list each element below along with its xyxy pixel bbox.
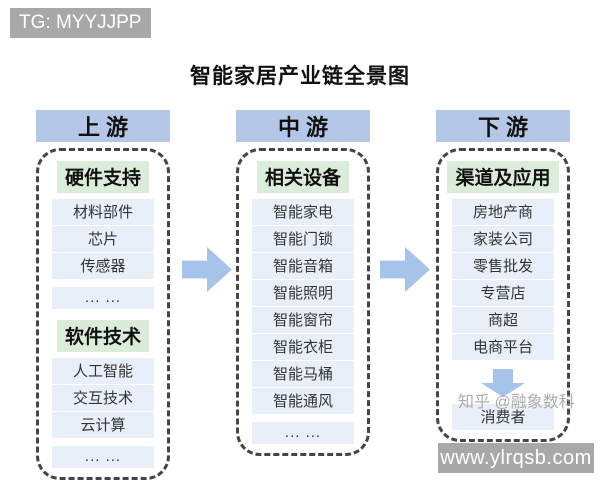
column-header: 中 游 (236, 110, 370, 142)
chain-item: ... ... (52, 446, 154, 468)
chain-item: 材料部件 (52, 199, 154, 225)
website-badge: www.ylrqsb.com (438, 443, 594, 473)
chain-item: 智能家电 (252, 199, 354, 225)
column-body: 硬件支持材料部件芯片传感器 ... ... 软件技术人工智能交互技术云计算 ... .… (36, 148, 170, 480)
chain-item: 智能音箱 (252, 253, 354, 279)
chain-item: 智能照明 (252, 280, 354, 306)
section-label: 相关设备 (256, 161, 349, 193)
watermark: 知乎 @融象数科 (458, 394, 575, 411)
column-3: 下 游渠道及应用房地产商家装公司零售批发专营店商超电商平台消费者 (436, 110, 570, 442)
section-label: 渠道及应用 (447, 161, 559, 193)
chain-item: 智能通风 (252, 388, 354, 414)
telegram-tag-badge: TG: MYYJJPP (10, 8, 151, 38)
chain-item: 智能衣柜 (252, 334, 354, 360)
chain-item: 零售批发 (452, 253, 554, 279)
chain-item: 电商平台 (452, 334, 554, 360)
chain-item: 人工智能 (52, 358, 154, 384)
page-title: 智能家居产业链全景图 (190, 65, 410, 88)
arrow-right-icon (182, 246, 232, 293)
section-label: 软件技术 (56, 320, 149, 352)
chain-item: 消费者 (452, 404, 554, 430)
chain-item: 云计算 (52, 412, 154, 438)
chain-item: ... ... (252, 422, 354, 444)
chain-item: 传感器 (52, 253, 154, 279)
chain-item: 专营店 (452, 280, 554, 306)
chain-item: 芯片 (52, 226, 154, 252)
chain-item: ... ... (52, 287, 154, 309)
chain-item: 家装公司 (452, 226, 554, 252)
section-label: 硬件支持 (56, 161, 149, 193)
chain-item: 智能马桶 (252, 361, 354, 387)
column-header: 下 游 (436, 110, 570, 142)
column-1: 上 游硬件支持材料部件芯片传感器 ... ... 软件技术人工智能交互技术云计算..… (36, 110, 170, 480)
chain-item: 交互技术 (52, 385, 154, 411)
column-body: 相关设备智能家电智能门锁智能音箱智能照明智能窗帘智能衣柜智能马桶智能通风 ... … (236, 148, 370, 456)
chain-item: 商超 (452, 307, 554, 333)
column-2: 中 游相关设备智能家电智能门锁智能音箱智能照明智能窗帘智能衣柜智能马桶智能通风.… (236, 110, 370, 456)
chain-item: 房地产商 (452, 199, 554, 225)
chain-item: 智能窗帘 (252, 307, 354, 333)
column-header: 上 游 (36, 110, 170, 142)
diagram: 上 游硬件支持材料部件芯片传感器 ... ... 软件技术人工智能交互技术云计算..… (0, 110, 600, 480)
chain-item: 智能门锁 (252, 226, 354, 252)
column-body: 渠道及应用房地产商家装公司零售批发专营店商超电商平台消费者 (436, 148, 570, 442)
arrow-right-icon (380, 246, 430, 293)
